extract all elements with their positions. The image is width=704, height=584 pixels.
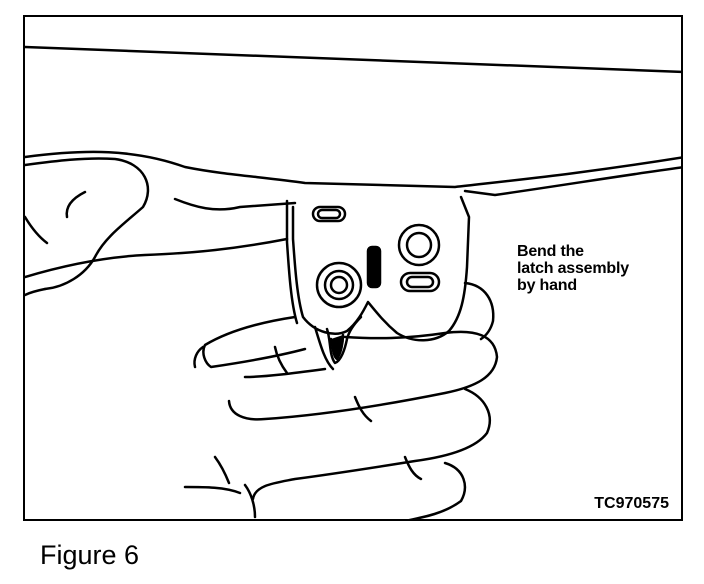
figure-code: TC970575 [594,495,669,512]
figure-frame: Bend the latch assembly by hand TC970575 [23,15,683,521]
hood-panel-lower-edge [25,150,681,189]
figure-caption: Figure 6 [40,540,140,570]
callout-line-2: latch assembly [517,260,629,277]
hood-panel-top-edge [25,45,681,74]
callout-line-3: by hand [517,277,577,294]
callout-text: Bend the latch assembly by hand [517,243,629,294]
ring-finger [251,387,491,501]
latch-assembly [285,195,471,365]
hood-panel-underside [173,166,681,211]
latch-illustration [25,45,681,519]
index-finger [202,315,307,369]
hand [25,157,499,519]
callout-line-1: Bend the [517,243,584,260]
thumb [25,157,150,291]
middle-finger [227,330,499,421]
pinky-finger [408,461,466,519]
